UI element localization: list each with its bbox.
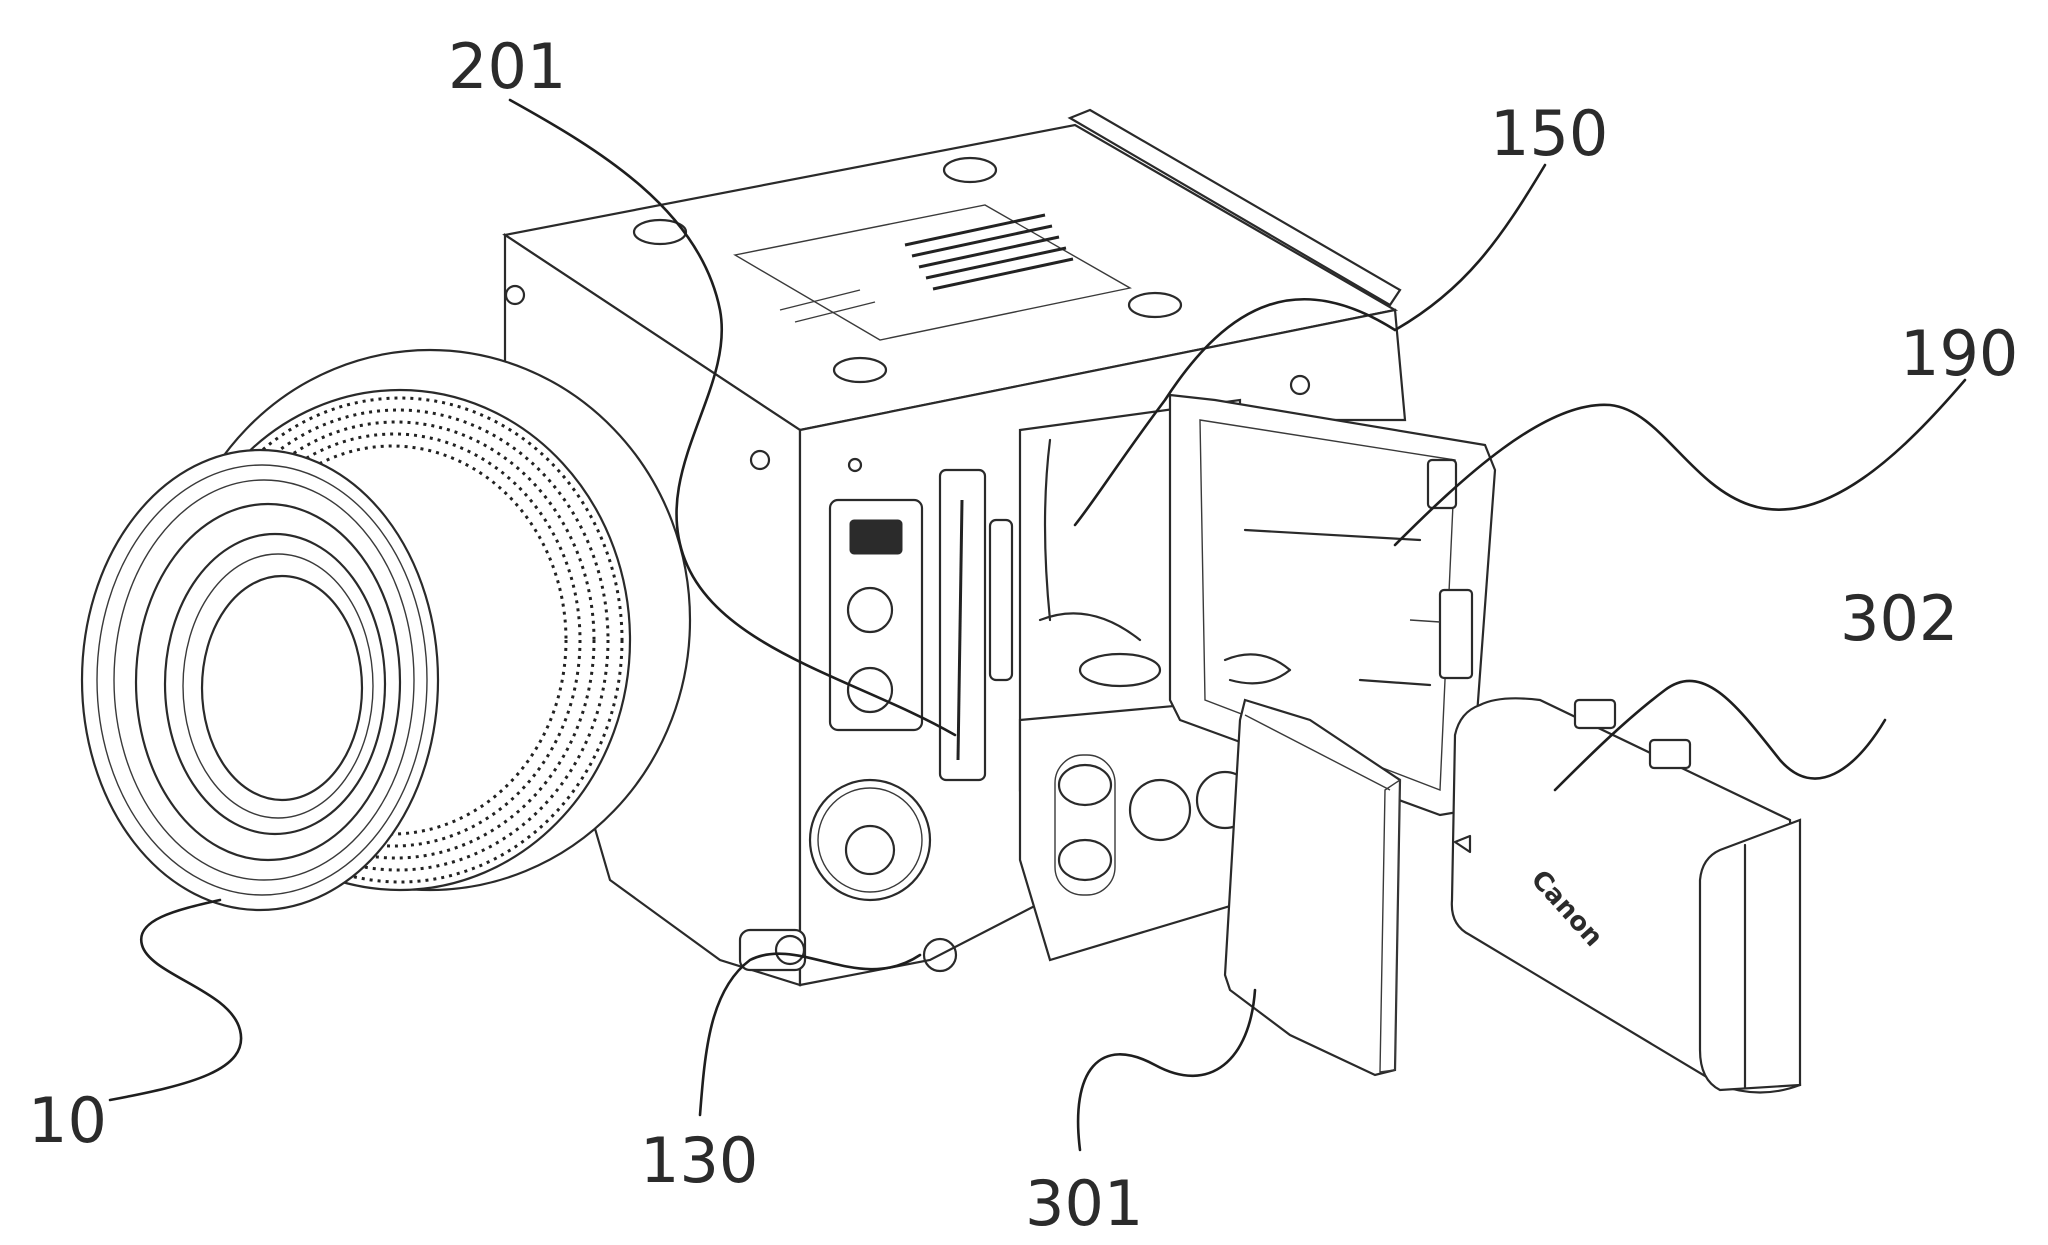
ref-label-201: 201 xyxy=(448,30,566,103)
leader-lines xyxy=(108,98,1967,1152)
ref-label-302: 302 xyxy=(1840,582,1958,655)
lens xyxy=(80,348,692,912)
top-vent-slots xyxy=(904,213,1074,291)
dial xyxy=(808,778,932,902)
ref-label-150: 150 xyxy=(1490,97,1608,170)
reference-numerals: 201 150 190 302 10 130 301 xyxy=(28,30,2018,1240)
battery-pack: Canon xyxy=(1450,697,1802,1094)
memory-card xyxy=(1223,698,1402,1077)
ref-label-301: 301 xyxy=(1025,1167,1143,1240)
card-slot xyxy=(938,468,987,782)
ref-label-190: 190 xyxy=(1900,317,2018,390)
ref-label-130: 130 xyxy=(640,1124,758,1197)
ref-label-10: 10 xyxy=(28,1084,107,1157)
top-plate-details xyxy=(632,156,1183,384)
side-panel xyxy=(738,468,1014,973)
